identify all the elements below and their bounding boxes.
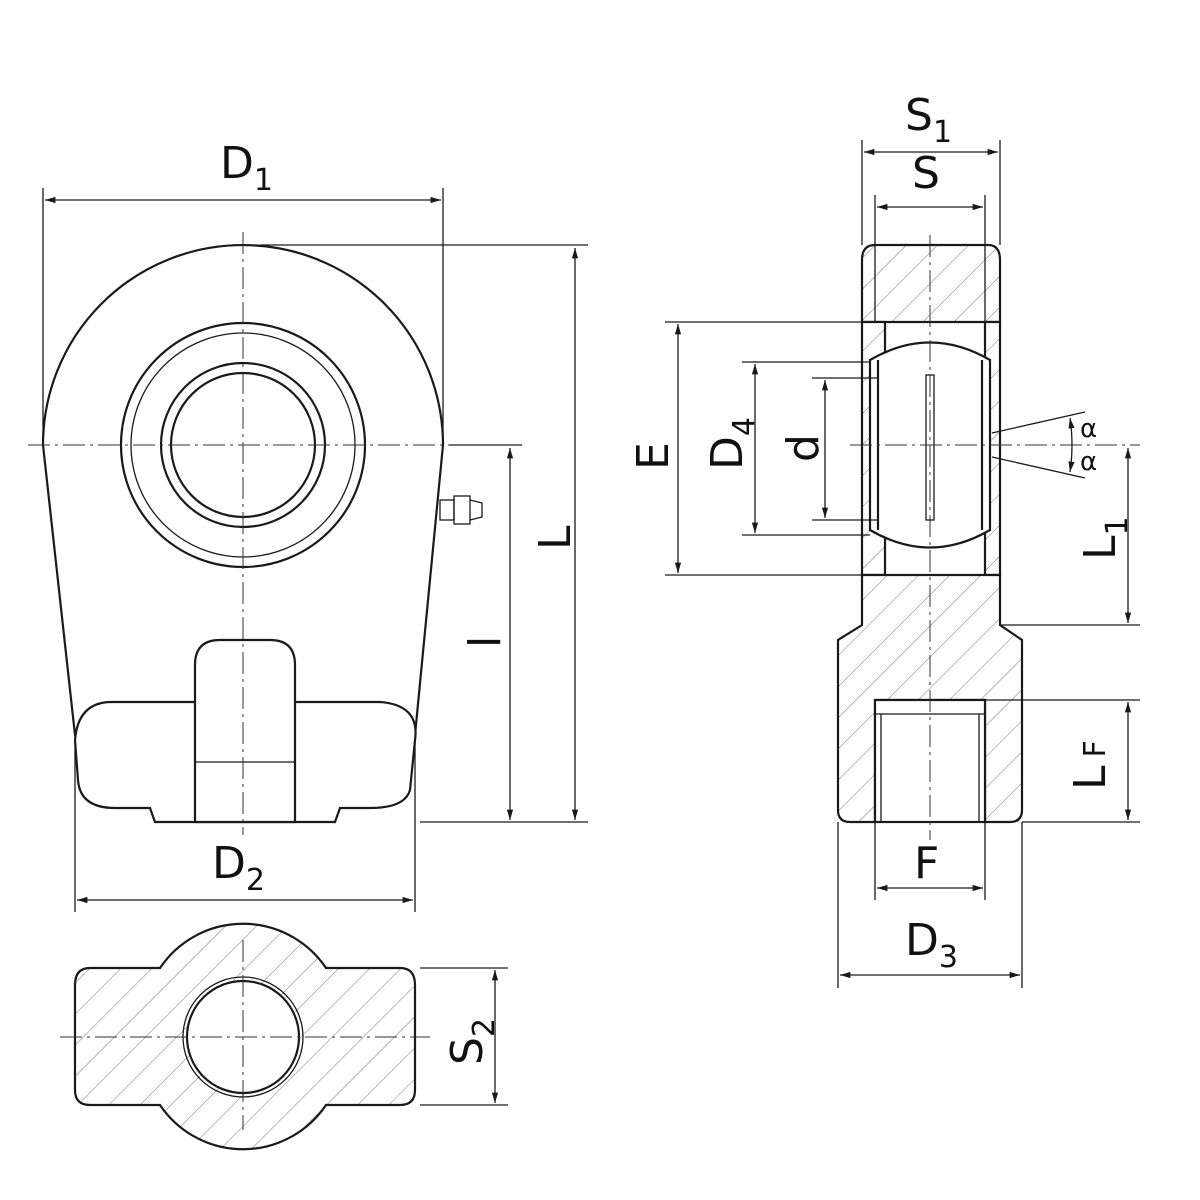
label-s: S <box>912 148 940 199</box>
label-l1: L1 <box>1075 516 1135 560</box>
label-d1: D1 <box>220 138 273 198</box>
label-alpha-top: α <box>1080 414 1097 444</box>
top-section <box>860 243 1002 324</box>
label-l-total: L <box>530 525 581 550</box>
label-d4: D4 <box>702 417 762 470</box>
grease-nipple-icon <box>439 495 483 525</box>
label-l-center: l <box>460 636 511 648</box>
angle-line-bottom <box>991 456 1086 479</box>
label-d2: D2 <box>212 838 265 898</box>
label-e: E <box>628 442 679 470</box>
label-s1: S1 <box>905 90 952 150</box>
side-section-view: S1 S E D4 d α α L1 LF <box>628 90 1140 988</box>
angle-line-top <box>991 411 1086 434</box>
label-d: d <box>778 434 829 462</box>
label-alpha-bottom: α <box>1080 447 1097 477</box>
front-view: D1 L l D2 <box>28 138 588 912</box>
label-d3: D3 <box>905 915 958 975</box>
boss <box>193 638 297 824</box>
bottom-section-view: S2 <box>60 922 508 1151</box>
label-s2: S2 <box>442 1018 502 1065</box>
label-lf: LF <box>1065 740 1116 790</box>
label-f: F <box>914 838 939 889</box>
